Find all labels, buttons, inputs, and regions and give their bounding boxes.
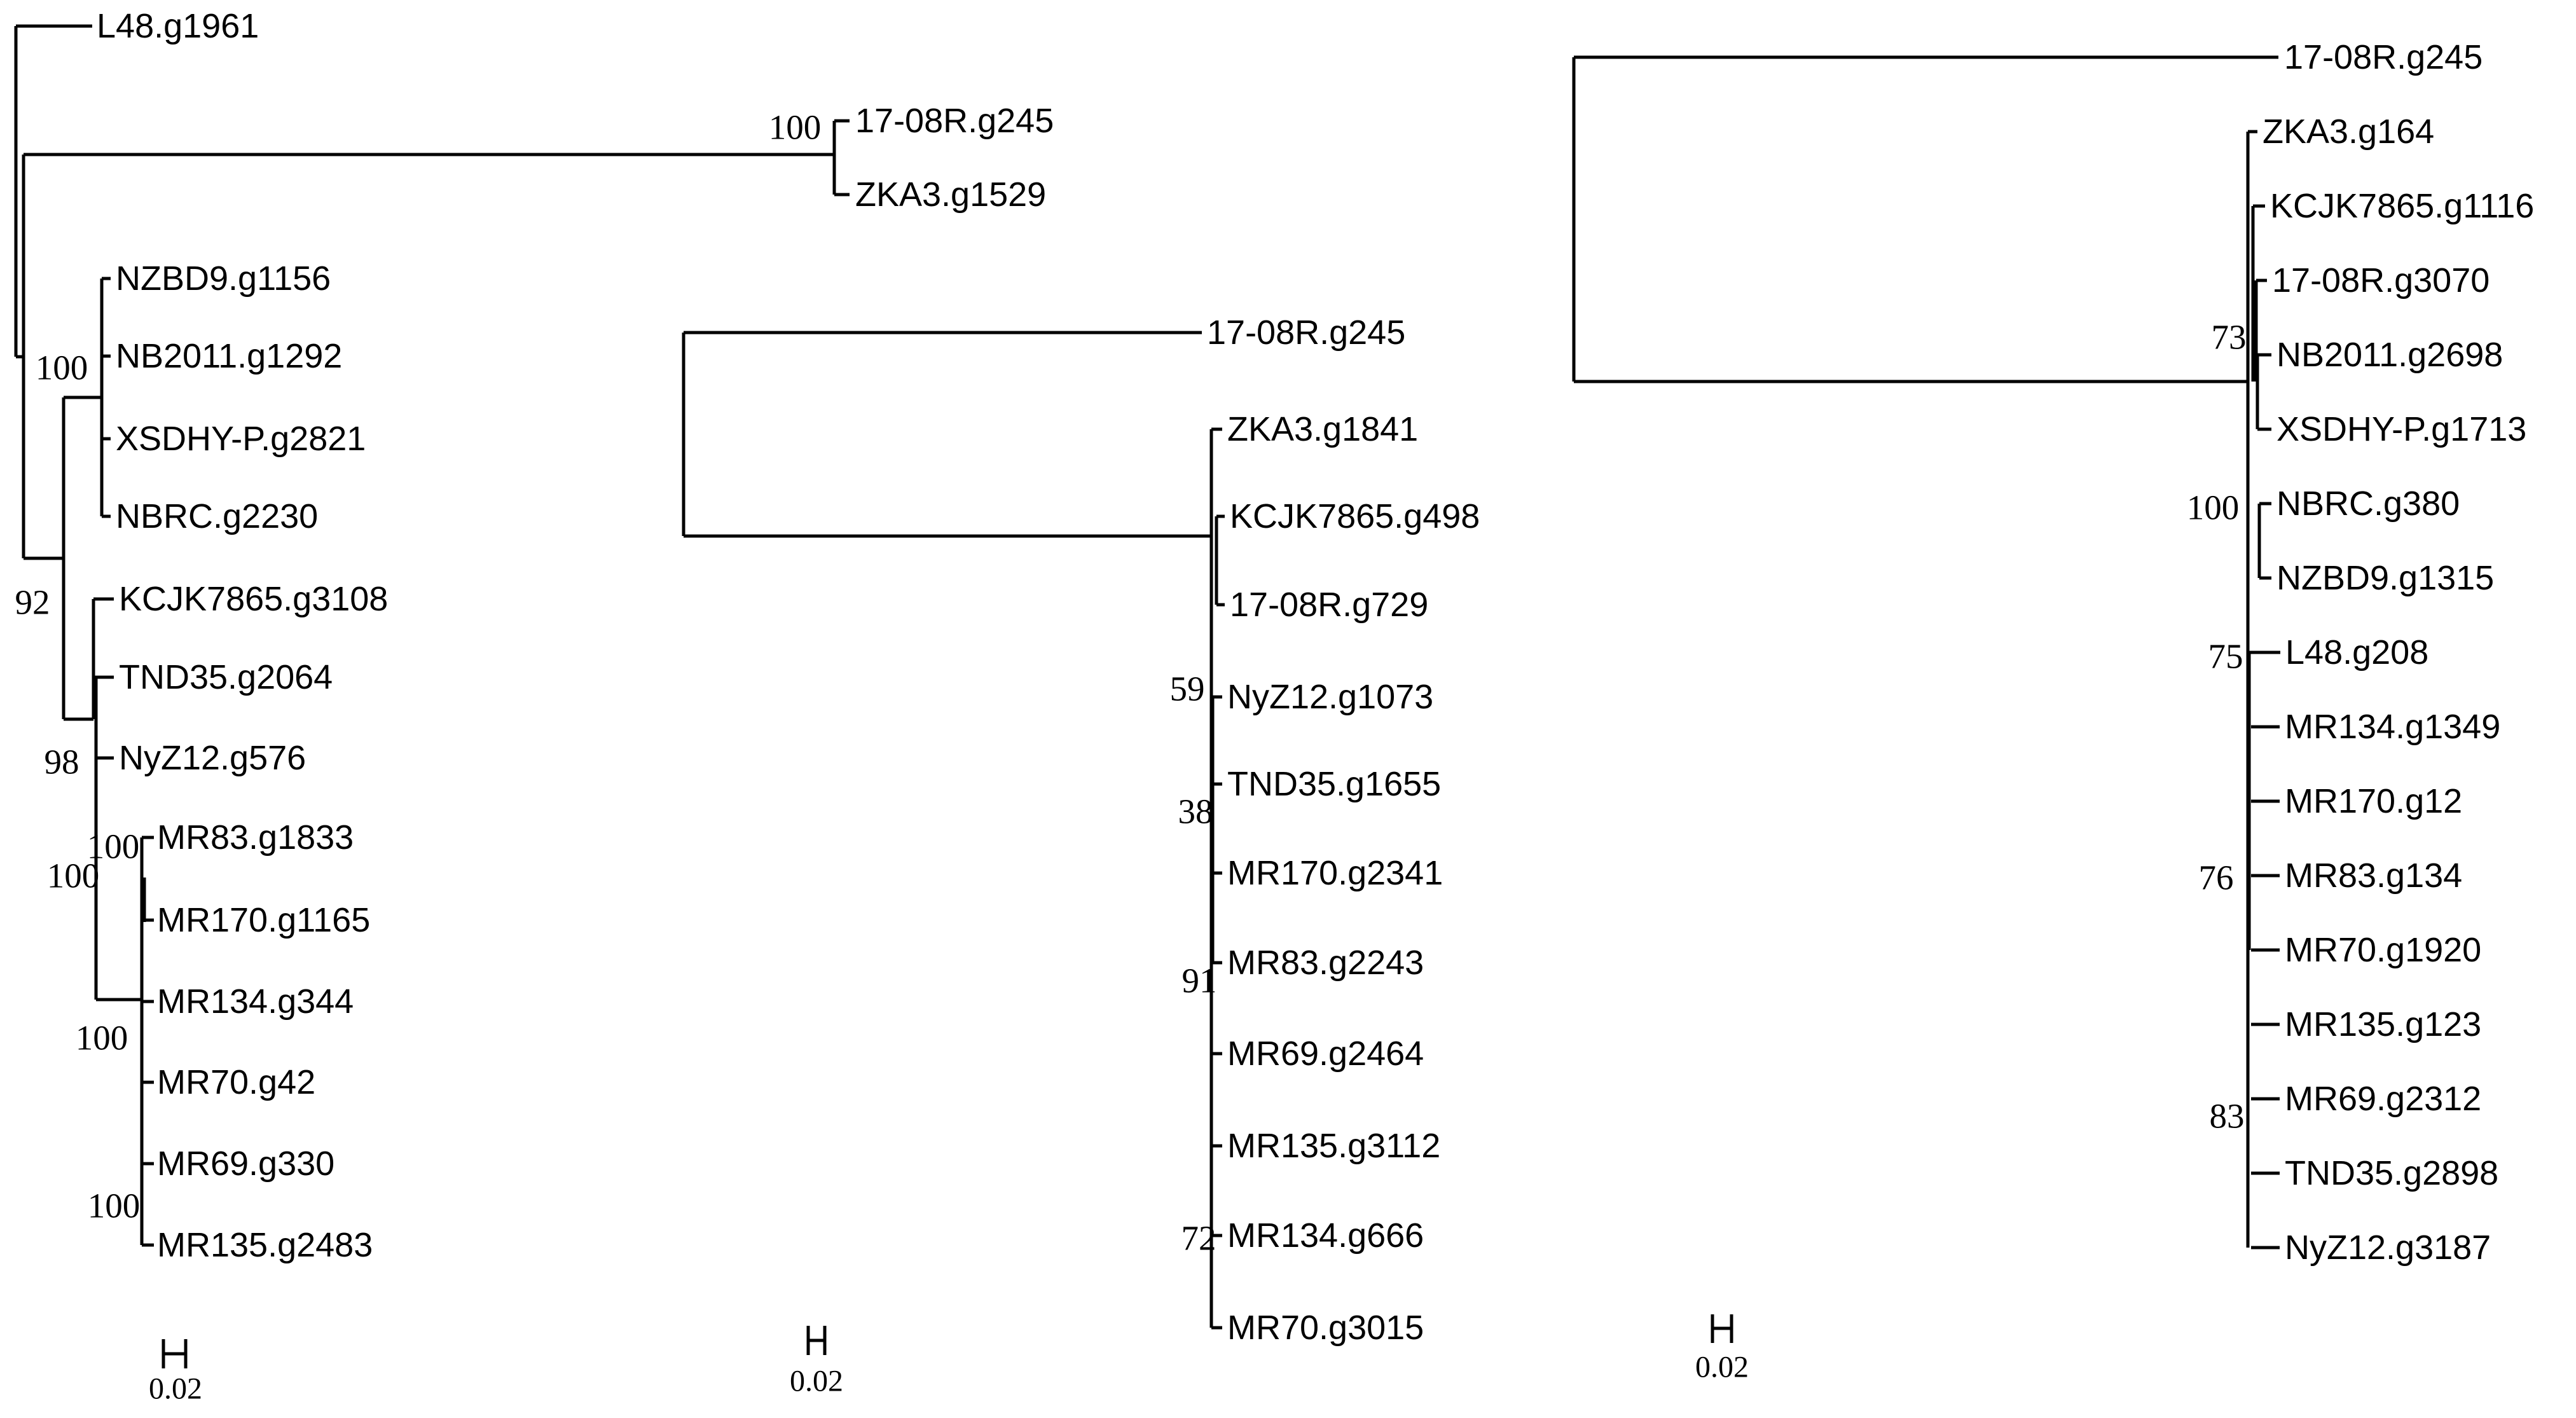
taxon-label: MR83.g1833 [157,818,354,857]
taxon-label: MR170.g2341 [1227,854,1443,892]
taxon-label: ZKA3.g1529 [855,176,1046,214]
taxon-label: NZBD9.g1315 [2276,559,2494,597]
phylo-tree-right: 17-08R.g245 ZKA3.g164 KCJK7865.g1116 17-… [1572,38,2534,1384]
taxon-label: TND35.g1655 [1227,765,1441,803]
phylo-tree-middle: 17-08R.g245 ZKA3.g1841 KCJK7865.g498 17-… [682,313,1480,1398]
taxon-label: MR83.g134 [2285,857,2462,895]
bootstrap-value: 83 [2210,1097,2245,1136]
taxon-label: NBRC.g380 [2276,485,2460,523]
taxon-label: MR69.g2464 [1227,1035,1424,1073]
bootstrap-value: 100 [36,348,88,387]
taxon-label: ZKA3.g164 [2263,113,2434,151]
taxon-label: ZKA3.g1841 [1227,410,1418,448]
taxon-label: XSDHY-P.g2821 [116,420,366,458]
taxon-label: MR135.g123 [2285,1005,2481,1043]
taxon-label: NB2011.g2698 [2276,336,2503,374]
taxon-label: KCJK7865.g1116 [2270,187,2534,225]
taxon-label: MR69.g2312 [2285,1080,2481,1118]
taxon-label: L48.g1961 [97,7,259,45]
taxon-label: NyZ12.g3187 [2285,1229,2491,1267]
bootstrap-value: 72 [1181,1219,1216,1258]
taxon-label: MR70.g3015 [1227,1309,1424,1347]
taxon-label: MR135.g3112 [1227,1127,1440,1165]
bootstrap-value: 76 [2199,858,2234,897]
taxon-label: 17-08R.g729 [1230,586,1428,624]
taxon-label: 17-08R.g245 [855,102,1054,140]
taxon-label: KCJK7865.g3108 [119,580,388,618]
bootstrap-value: 100 [76,1019,128,1057]
taxon-label: NBRC.g2230 [116,497,318,535]
taxon-label: TND35.g2898 [2285,1154,2498,1192]
bootstrap-value: 100 [769,108,822,147]
taxon-label: MR170.g12 [2285,782,2462,820]
bootstrap-value: 100 [47,857,100,895]
bootstrap-value: 38 [1178,792,1213,831]
taxon-label: NZBD9.g1156 [116,259,331,298]
taxon-label: 17-08R.g3070 [2272,261,2490,299]
taxon-label: MR135.g2483 [157,1226,373,1264]
taxon-label: 17-08R.g245 [2284,38,2483,76]
taxon-label: MR83.g2243 [1227,944,1424,982]
taxon-label: KCJK7865.g498 [1230,497,1480,535]
taxon-label: MR134.g344 [157,982,354,1021]
taxon-label: MR134.g666 [1227,1216,1424,1255]
taxon-label: NB2011.g1292 [116,337,342,375]
bootstrap-value: 98 [45,743,79,781]
taxon-label: L48.g208 [2285,633,2428,671]
taxon-label: MR134.g1349 [2285,708,2500,746]
taxon-label: MR70.g1920 [2285,931,2481,969]
bootstrap-value: 100 [2187,488,2240,527]
scale-bar: 0.02 [149,1339,202,1406]
scale-bar-label: 0.02 [149,1372,202,1406]
taxon-label: MR170.g1165 [157,901,370,939]
bootstrap-value: 100 [87,827,140,866]
bootstrap-value: 100 [88,1187,141,1225]
taxon-label: XSDHY-P.g1713 [2276,410,2526,448]
scale-bar-label: 0.02 [790,1365,843,1398]
taxon-label: NyZ12.g576 [119,739,306,777]
taxon-label: MR69.g330 [157,1145,334,1183]
taxon-label: 17-08R.g245 [1207,313,1405,352]
bootstrap-value: 75 [2208,637,2243,676]
bootstrap-value: 91 [1182,961,1217,1000]
scale-bar: 0.02 [1695,1314,1749,1384]
taxon-label: MR70.g42 [157,1063,315,1101]
bootstrap-value: 59 [1170,670,1205,708]
taxon-label: NyZ12.g1073 [1227,678,1433,716]
scale-bar: 0.02 [790,1326,843,1398]
taxon-label: TND35.g2064 [119,658,333,696]
bootstrap-value: 73 [2212,318,2247,357]
phylo-tree-left: L48.g1961 17-08R.g245 ZKA3.g1529 NZBD9.g… [14,7,1054,1406]
bootstrap-value: 92 [15,583,50,622]
scale-bar-label: 0.02 [1695,1351,1749,1384]
